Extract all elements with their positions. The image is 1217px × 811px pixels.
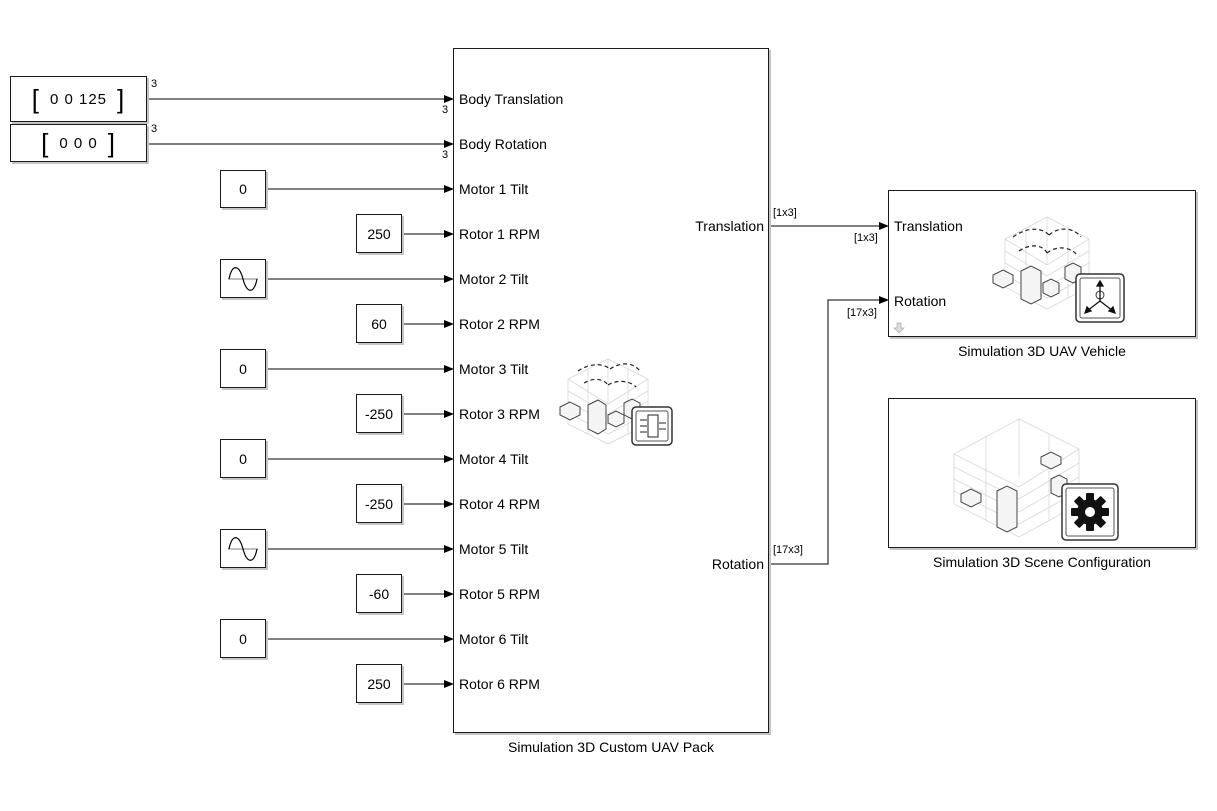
scene-configuration-block[interactable] — [888, 398, 1196, 548]
rotor5-rpm-constant[interactable]: -60 — [356, 574, 402, 613]
rotation-dim-out: [17x3] — [773, 544, 803, 556]
uav-scene-icon — [559, 358, 673, 446]
arrow-down-icon — [893, 322, 905, 334]
translation-dim-in: [1x3] — [854, 232, 878, 244]
constant-value: -250 — [364, 405, 394, 422]
motor2-tilt-sine-wave[interactable] — [220, 259, 266, 298]
pack-input-rotor3-rpm: Rotor 3 RPM — [459, 406, 540, 422]
constant-value: 0 — [239, 181, 247, 197]
close-bracket: ] — [107, 128, 116, 158]
rotor1-rpm-constant[interactable]: 250 — [356, 214, 402, 253]
motor1-tilt-constant[interactable]: 0 — [220, 170, 266, 208]
pack-input-motor4-tilt: Motor 4 Tilt — [459, 451, 529, 467]
line-rotation — [770, 296, 889, 565]
rotor3-rpm-constant[interactable]: -250 — [356, 394, 402, 433]
pack-input-rotor1-rpm: Rotor 1 RPM — [459, 226, 540, 242]
rotation-dim-in: [17x3] — [847, 307, 877, 319]
rotor6-rpm-constant[interactable]: 250 — [356, 664, 402, 703]
sine-wave-icon — [228, 536, 258, 561]
signal-width-label: 3 — [151, 78, 158, 90]
rotor4-rpm-constant[interactable]: -250 — [356, 484, 402, 523]
body-translation-constant[interactable]: [ 0 0 125 ] — [10, 76, 147, 122]
vehicle-input-rotation: Rotation — [894, 293, 947, 309]
signal-width-label: 3 — [442, 149, 449, 161]
pack-input-rotor4-rpm: Rotor 4 RPM — [459, 496, 540, 512]
pack-input-rotor5-rpm: Rotor 5 RPM — [459, 586, 540, 602]
pack-output-translation: Translation — [695, 218, 764, 234]
constant-value: 0 — [239, 630, 247, 647]
translation-dim-out: [1x3] — [773, 207, 797, 219]
pack-output-rotation: Rotation — [711, 556, 764, 572]
constant-value: -60 — [368, 585, 390, 602]
scene-caption: Simulation 3D Scene Configuration — [933, 554, 1151, 570]
open-bracket: [ — [31, 84, 40, 114]
pack-input-motor1-tilt: Motor 1 Tilt — [459, 181, 529, 197]
uav-scene-icon — [992, 216, 1090, 310]
axes-icon — [1075, 273, 1125, 323]
body-rotation-value: 0 0 0 — [59, 134, 98, 152]
body-rotation-constant[interactable]: [ 0 0 0 ] — [10, 124, 147, 162]
motor3-tilt-constant[interactable]: 0 — [220, 349, 266, 388]
pack-input-motor3-tilt: Motor 3 Tilt — [459, 361, 529, 377]
custom-uav-pack-block[interactable] — [453, 48, 769, 733]
vehicle-input-translation: Translation — [894, 218, 963, 234]
open-bracket: [ — [41, 128, 50, 158]
pack-input-body-translation: Body Translation — [459, 91, 564, 107]
motor6-tilt-constant[interactable]: 0 — [220, 619, 266, 658]
gear-icon — [1061, 483, 1119, 541]
body-translation-value: 0 0 125 — [49, 90, 108, 108]
pack-caption: Simulation 3D Custom UAV Pack — [508, 739, 714, 755]
sine-wave-icon — [228, 266, 258, 291]
motor5-tilt-sine-wave[interactable] — [220, 529, 266, 568]
signal-width-label: 3 — [151, 123, 158, 135]
motor4-tilt-constant[interactable]: 0 — [220, 439, 266, 478]
constant-value: 250 — [367, 225, 391, 242]
signal-width-label: 3 — [442, 104, 449, 116]
pack-input-rotor6-rpm: Rotor 6 RPM — [459, 676, 540, 692]
constant-value: 250 — [367, 675, 391, 692]
pack-input-motor6-tilt: Motor 6 Tilt — [459, 631, 529, 647]
pack-input-rotor2-rpm: Rotor 2 RPM — [459, 316, 540, 332]
vehicle-caption: Simulation 3D UAV Vehicle — [958, 343, 1126, 359]
rotor2-rpm-constant[interactable]: 60 — [356, 304, 402, 343]
constant-value: -250 — [364, 495, 394, 512]
constant-value: 60 — [371, 315, 387, 332]
pack-input-body-rotation: Body Rotation — [459, 136, 547, 152]
uav-vehicle-block[interactable] — [888, 190, 1196, 337]
constant-value: 0 — [239, 450, 247, 467]
close-bracket: ] — [117, 84, 126, 114]
pack-input-motor5-tilt: Motor 5 Tilt — [459, 541, 529, 557]
constant-value: 0 — [239, 360, 247, 377]
pack-input-motor2-tilt: Motor 2 Tilt — [459, 271, 529, 287]
